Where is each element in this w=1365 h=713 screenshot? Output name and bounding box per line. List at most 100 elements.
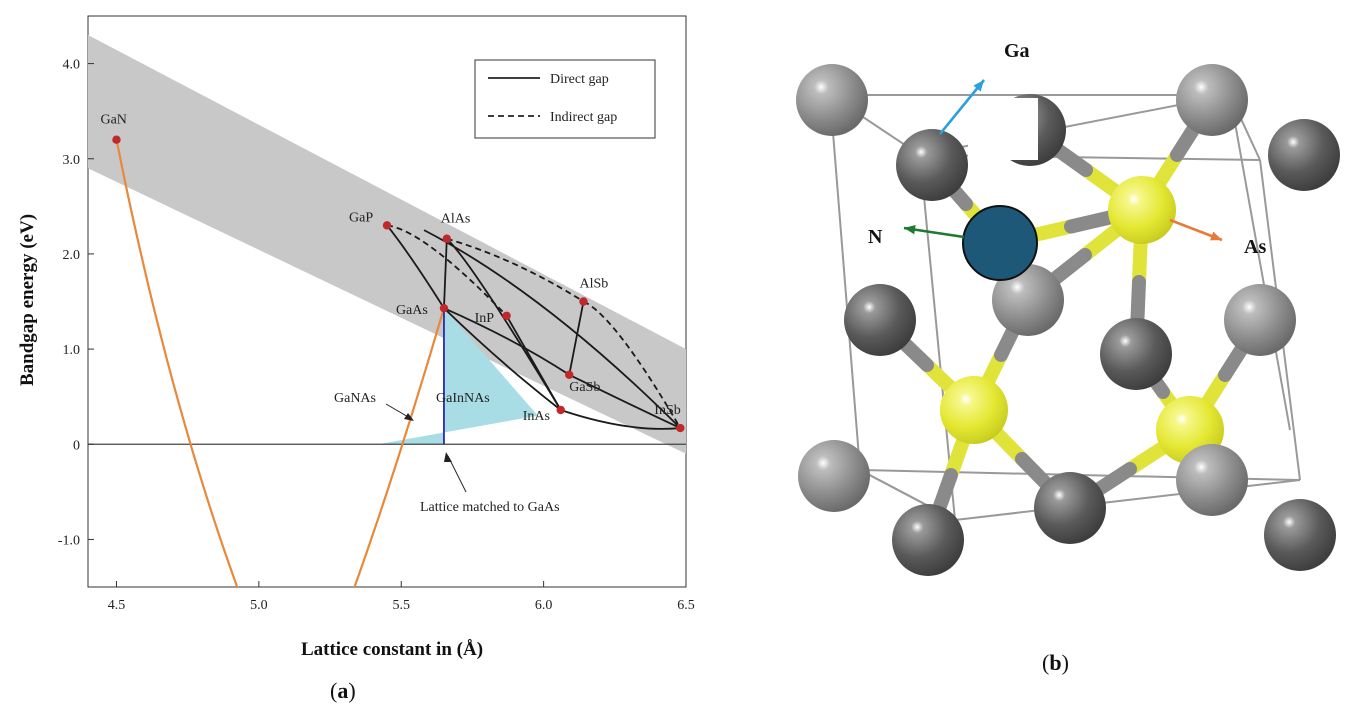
atom-ga — [892, 504, 964, 576]
y-tick-label: -1.0 — [58, 533, 80, 548]
legend: Direct gap Indirect gap — [474, 59, 656, 139]
legend-box — [474, 59, 656, 139]
point-gasb — [565, 370, 574, 379]
label-as: As — [1244, 236, 1266, 258]
atom-ga — [896, 129, 968, 201]
alloy-line — [443, 238, 448, 309]
point-gap — [382, 221, 392, 230]
compound-points — [112, 135, 685, 433]
y-tick-label: 1.0 — [63, 343, 81, 358]
point-label-insb: InSb — [654, 403, 680, 418]
atom-ga — [1100, 318, 1172, 390]
alloy-line — [443, 307, 562, 411]
atom-ga — [1268, 119, 1340, 191]
x-tick-label: 4.5 — [108, 598, 126, 613]
atom-n — [962, 205, 1038, 281]
y-tick-label: 0 — [73, 438, 80, 453]
unit-cell-edge — [1229, 94, 1291, 431]
ternary-alloy-lines — [386, 224, 682, 430]
atom-as — [1108, 176, 1176, 244]
caption-a-letter: a — [337, 678, 349, 703]
y-tick-label: 3.0 — [63, 153, 81, 168]
alloy-line — [443, 307, 570, 376]
alloy-line — [568, 373, 681, 429]
annotations: GaNAs GaInNAs Lattice matched to GaAs — [334, 391, 560, 515]
x-axis-ticks: 4.5 5.0 5.5 6.0 6.5 — [108, 581, 695, 613]
annotation-lattice-arrowhead — [444, 452, 452, 462]
atom-ga — [992, 264, 1064, 336]
point-label-alsb: AlSb — [579, 277, 608, 292]
atom-ga — [796, 64, 868, 136]
y-axis-label: Bandgap energy (eV) — [17, 214, 38, 386]
alloy-line — [568, 301, 585, 375]
x-tick-label: 6.0 — [535, 598, 553, 613]
alloy-line — [560, 409, 681, 430]
y-axis-ticks: -1.0 0 1.0 2.0 3.0 4.0 — [58, 58, 94, 548]
atom-ga — [798, 440, 870, 512]
atoms — [796, 64, 1340, 576]
point-inp — [502, 311, 511, 320]
annotation-ganas-arrowhead — [404, 413, 414, 421]
point-insb — [676, 423, 685, 433]
gainnas-region — [378, 308, 538, 445]
ganas-curve-right — [353, 307, 446, 587]
x-tick-label: 6.5 — [677, 598, 695, 613]
bandgap-band — [88, 35, 686, 454]
atom-as — [940, 376, 1008, 444]
point-alsb — [579, 297, 588, 306]
atom-ga — [1176, 64, 1248, 136]
atom-ga — [844, 284, 916, 356]
label-backdrop — [968, 98, 1038, 160]
label-ga: Ga — [1004, 40, 1030, 62]
atom-labels: Ga N As — [868, 40, 1266, 258]
annotation-lattice-matched: Lattice matched to GaAs — [420, 500, 560, 515]
alloy-line — [446, 237, 584, 303]
point-label-inp: InP — [475, 311, 495, 326]
x-tick-label: 5.5 — [392, 598, 410, 613]
y-tick-label: 2.0 — [63, 248, 81, 263]
alloy-line — [423, 229, 681, 429]
label-arrows — [903, 79, 1223, 242]
n-arrow-head — [904, 225, 916, 235]
atom-ga — [1176, 444, 1248, 516]
ganas-curve-left — [115, 139, 239, 587]
unit-cell-edge — [954, 479, 1301, 521]
legend-indirect-label: Indirect gap — [550, 110, 617, 125]
point-label-gan: GaN — [100, 113, 126, 128]
x-axis-label: Lattice constant in (Å) — [301, 639, 483, 660]
atom-ga — [1224, 284, 1296, 356]
annotation-gainnas: GaInNAs — [436, 391, 490, 406]
caption-b-letter: b — [1049, 650, 1062, 675]
point-label-alas: AlAs — [441, 212, 471, 227]
as-arrow-head — [1210, 231, 1222, 241]
bandgap-chart: 4.5 5.0 5.5 6.0 6.5 -1.0 0 1.0 2.0 3.0 4.0 Lattic… — [17, 15, 695, 660]
ga-arrow — [938, 79, 986, 135]
label-n: N — [868, 226, 883, 248]
ga-arrow-head — [973, 80, 984, 92]
point-label-gasb: GaSb — [569, 380, 600, 395]
point-alas — [442, 234, 451, 243]
point-gaas — [439, 303, 449, 313]
point-label-gaas: GaAs — [396, 303, 428, 318]
unit-cell-edge — [829, 94, 861, 471]
annotation-ganas-arrow — [385, 403, 411, 419]
point-inas — [556, 405, 565, 415]
point-label-gap: GaP — [349, 210, 373, 225]
atom-ga — [1034, 472, 1106, 544]
alloy-line — [386, 224, 445, 309]
caption-a: (a) — [330, 678, 356, 703]
point-gan — [112, 135, 121, 144]
x-tick-label: 5.0 — [250, 598, 268, 613]
alloy-line — [583, 300, 682, 429]
y-tick-label: 4.0 — [63, 58, 81, 73]
atom-ga — [1264, 499, 1336, 571]
legend-direct-label: Direct gap — [550, 72, 609, 87]
caption-b: (b) — [1042, 650, 1069, 675]
alloy-line — [386, 224, 508, 317]
crystal-structure: Ga N As — [796, 40, 1340, 576]
annotation-ganas: GaNAs — [334, 391, 376, 406]
unit-cell-edge — [919, 154, 956, 521]
plot-area — [88, 35, 686, 587]
point-label-inas: InAs — [523, 409, 550, 424]
